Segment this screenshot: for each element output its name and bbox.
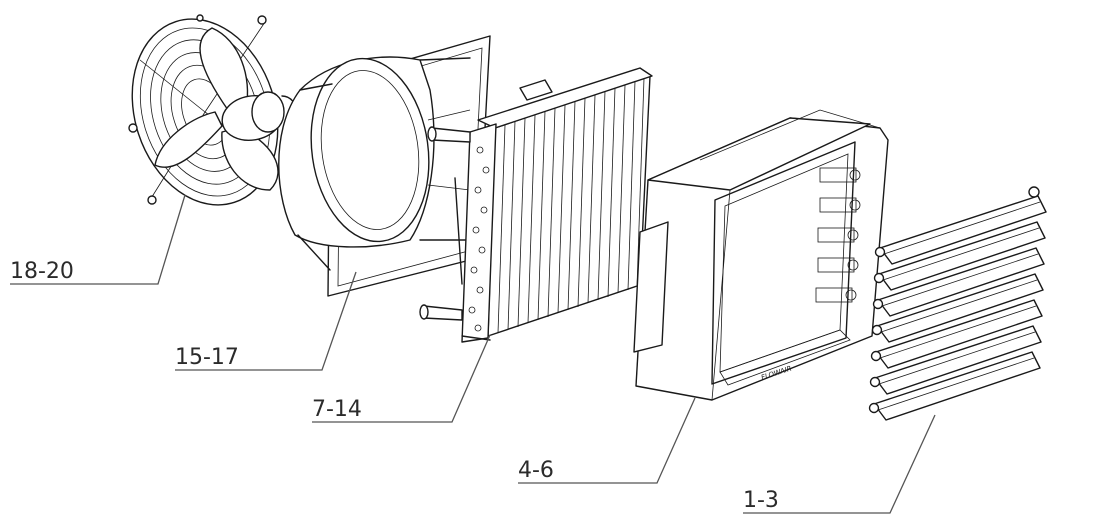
unit-casing: FLOWAIR — [633, 109, 889, 401]
louver-blade — [868, 351, 1041, 421]
label-coil: 7-14 — [312, 397, 362, 422]
louver-blade — [874, 195, 1047, 265]
louver-blade — [871, 273, 1044, 343]
label-fan: 18-20 — [10, 259, 74, 284]
leader-lines — [10, 194, 936, 514]
louver-blade — [869, 325, 1042, 395]
leader-casing — [518, 397, 696, 484]
heat-exchanger-coil — [419, 67, 653, 343]
label-casing: 4-6 — [518, 458, 554, 483]
fan-assembly — [128, 14, 299, 206]
leader-louvers — [743, 414, 936, 514]
louver-blade — [872, 247, 1045, 317]
leader-fan — [10, 194, 186, 285]
louver-pivot — [1028, 186, 1040, 198]
louver-blades — [868, 186, 1047, 421]
fan-shroud — [278, 35, 491, 297]
leader-shroud — [175, 271, 357, 371]
leader-coil — [312, 334, 491, 423]
label-louvers: 1-3 — [743, 488, 779, 513]
louver-blade — [870, 299, 1043, 369]
coil-fins — [497, 77, 645, 334]
label-shroud: 15-17 — [175, 345, 239, 370]
louver-blade — [873, 221, 1046, 291]
casing-bearings — [815, 167, 861, 303]
